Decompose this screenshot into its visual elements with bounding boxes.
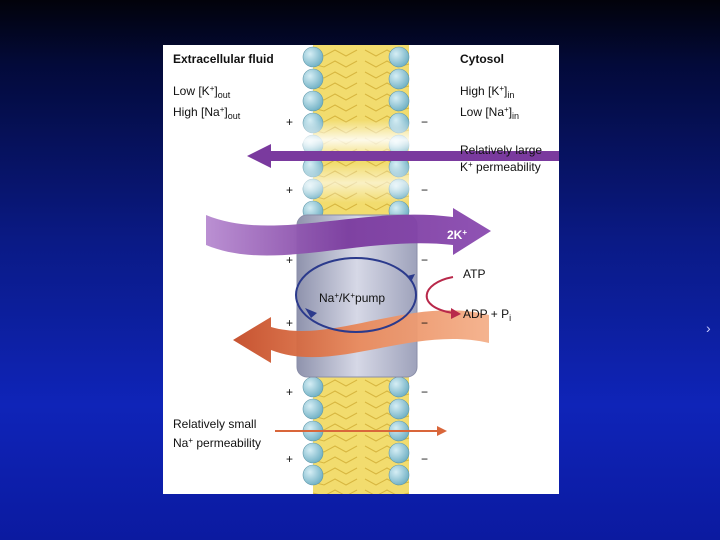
lipid-head: [389, 69, 409, 89]
cytosol-na-concentration: Low [Na+]in: [460, 102, 519, 124]
na-permeability-label-line2: Na+ permeability: [173, 433, 261, 451]
lipid-head: [303, 399, 323, 419]
charge-plus: +: [286, 452, 293, 467]
extracellular-k-concentration: Low [K+]out: [173, 81, 230, 103]
atp-arrow: [427, 277, 453, 313]
lipid-head: [389, 91, 409, 111]
lipid-head: [389, 465, 409, 485]
adp-label: ADP + Pi: [463, 307, 511, 326]
charge-plus: +: [286, 115, 293, 130]
lipid-head: [389, 399, 409, 419]
cytosol-k-concentration: High [K+]in: [460, 81, 514, 103]
charge-minus: −: [421, 253, 428, 268]
k-permeability-label-line2: K+ permeability: [460, 157, 541, 175]
charge-minus: −: [421, 316, 428, 331]
extracellular-na-concentration: High [Na+]out: [173, 102, 240, 124]
charge-plus: +: [286, 316, 293, 331]
membrane-diagram: Extracellular fluid Cytosol Low [K+]out …: [163, 45, 559, 494]
lipid-head: [389, 377, 409, 397]
charge-plus: +: [286, 253, 293, 268]
cytosol-header: Cytosol: [460, 52, 504, 67]
charge-minus: −: [421, 183, 428, 198]
lipid-head: [389, 47, 409, 67]
lipid-head: [303, 465, 323, 485]
atp-label: ATP: [463, 267, 485, 282]
na-permeability-arrowhead: [437, 426, 447, 436]
na-pump-arrow-label: 3Na+: [247, 363, 274, 381]
lipid-head: [303, 47, 323, 67]
charge-minus: −: [421, 385, 428, 400]
membrane-fade-middle: [303, 163, 419, 203]
lipid-head: [303, 91, 323, 111]
lipid-head: [303, 69, 323, 89]
lipid-head: [389, 443, 409, 463]
charge-plus: +: [286, 385, 293, 400]
extracellular-header: Extracellular fluid: [173, 52, 274, 67]
k-pump-arrow-label: 2K+: [447, 225, 467, 243]
charge-minus: −: [421, 452, 428, 467]
lipid-head: [303, 443, 323, 463]
charge-plus: +: [286, 183, 293, 198]
na-permeability-label-line1: Relatively small: [173, 417, 256, 432]
edge-chevron-icon: ›: [706, 320, 711, 336]
lipid-head: [303, 377, 323, 397]
pump-label: Na+/K+pump: [319, 288, 385, 306]
k-permeability-label-line1: Relatively large: [460, 143, 542, 158]
charge-minus: −: [421, 115, 428, 130]
